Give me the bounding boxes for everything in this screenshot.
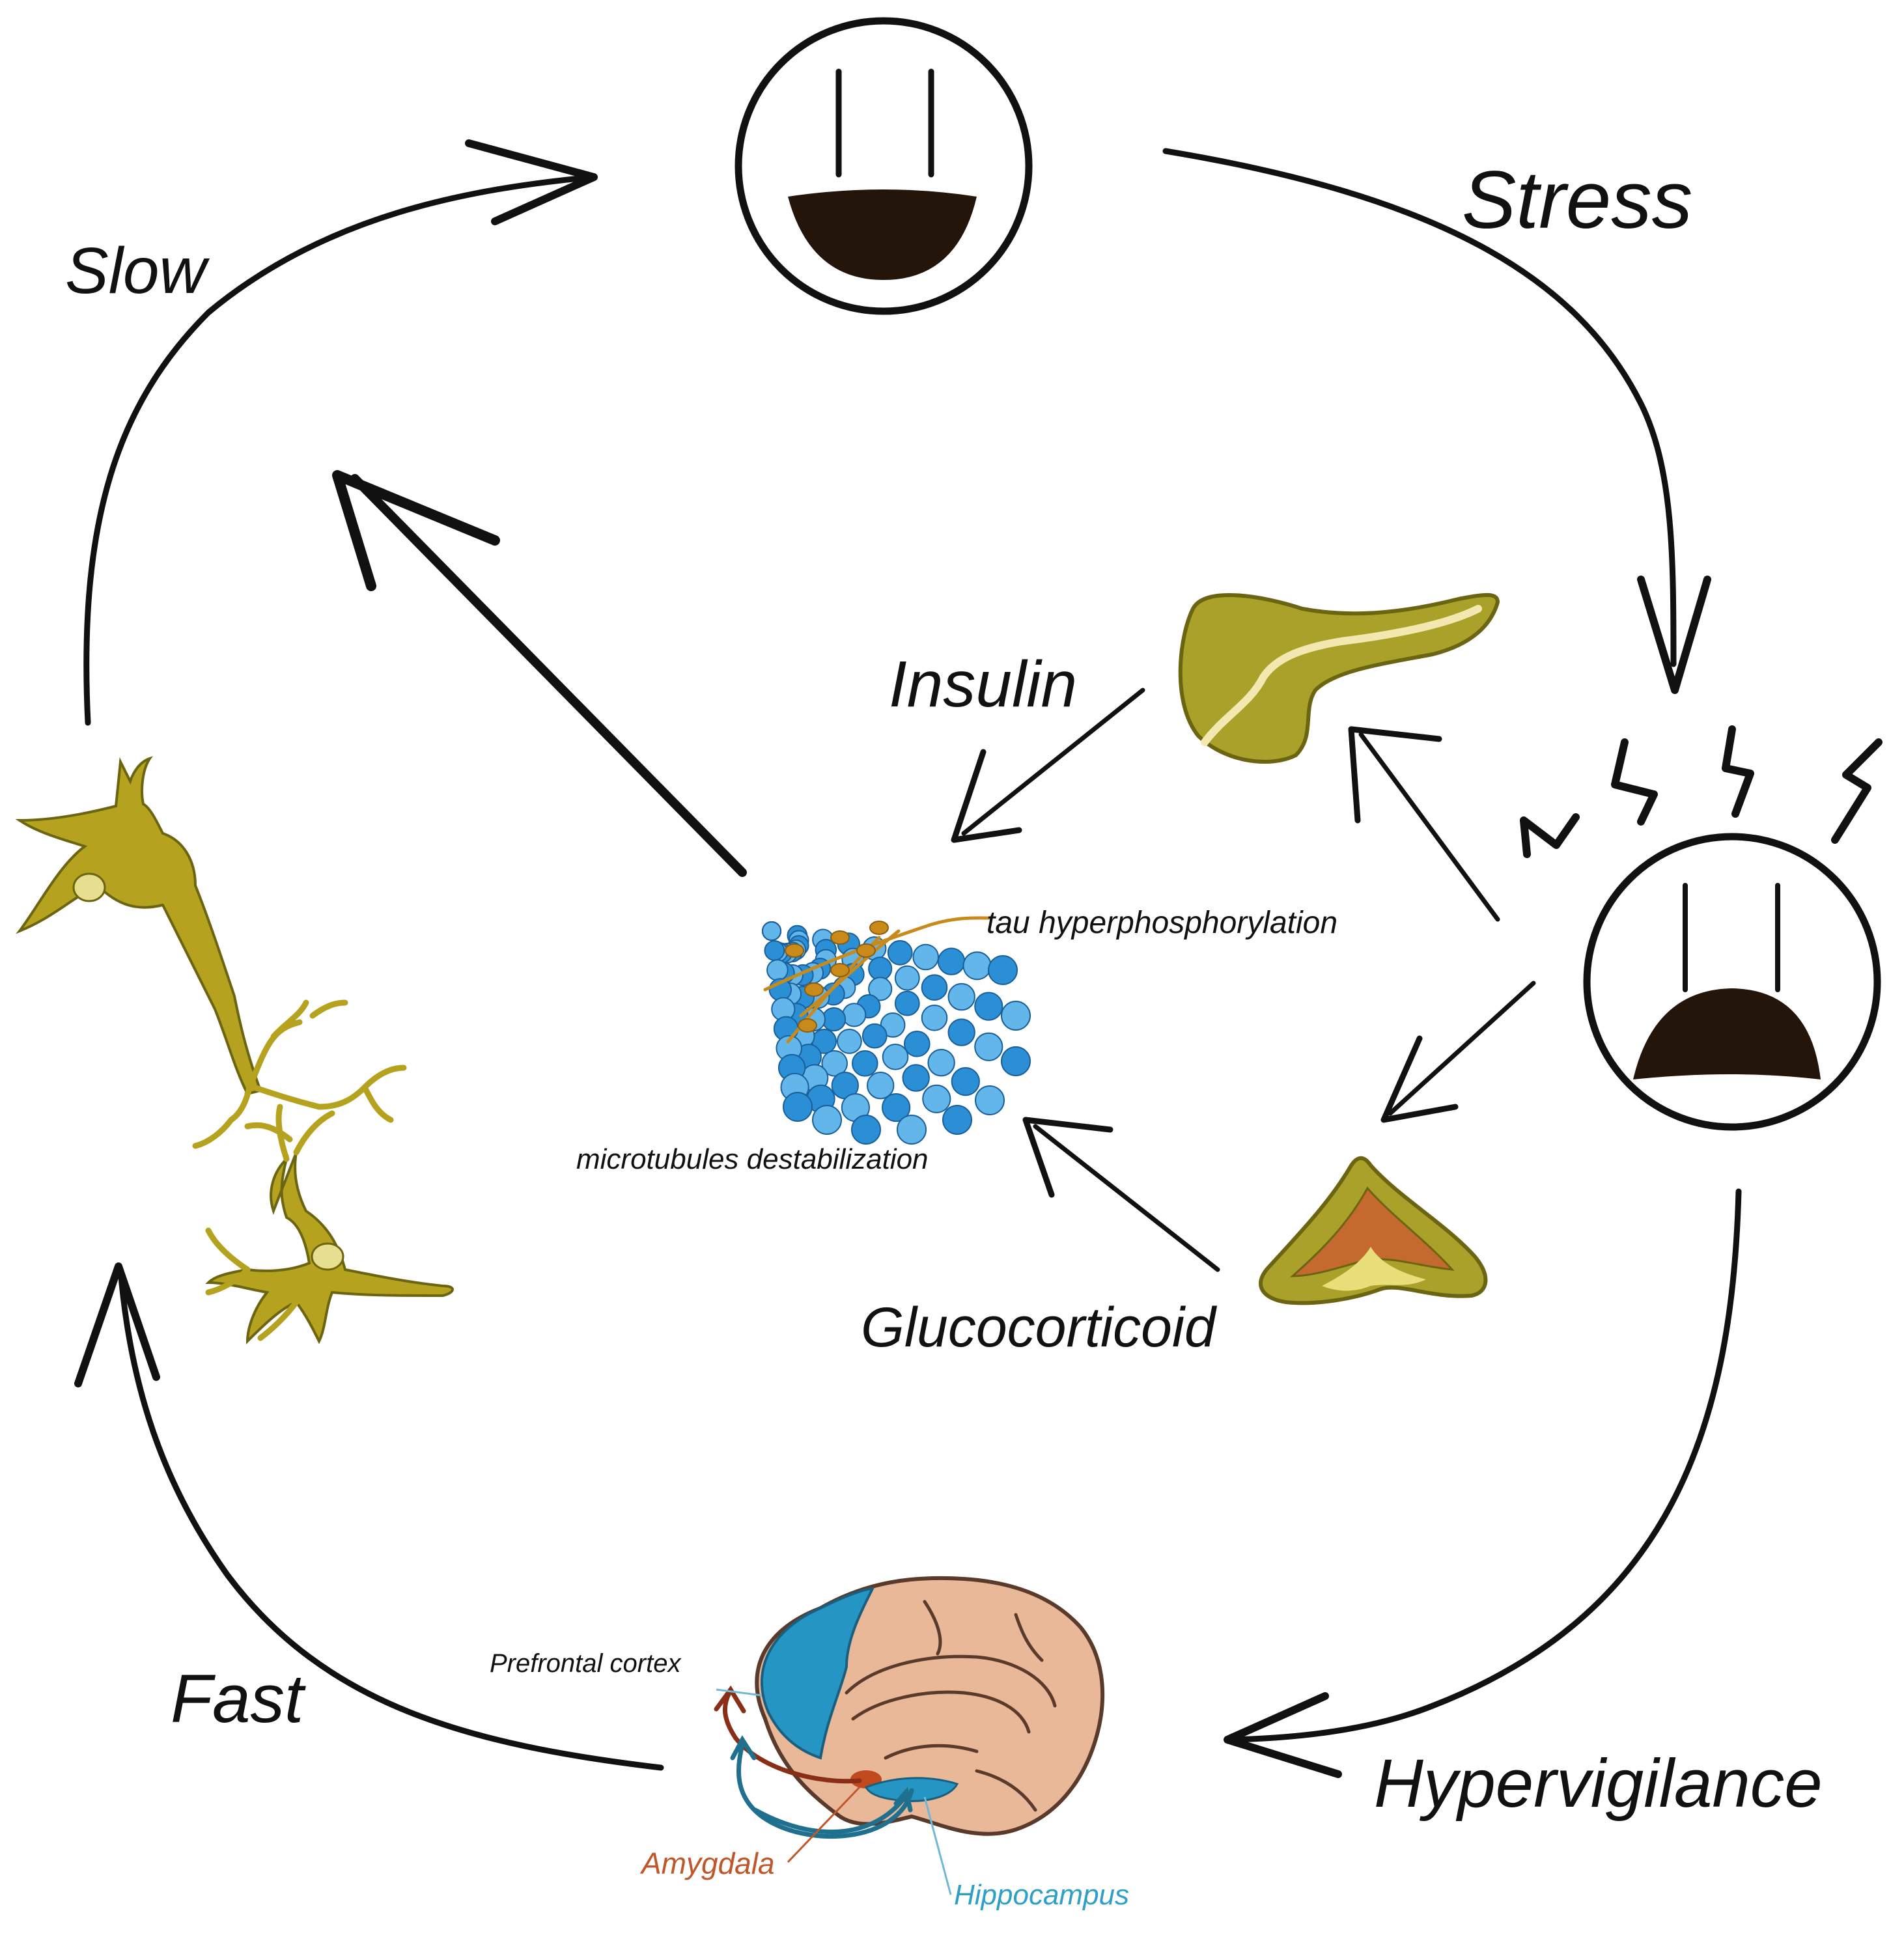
microtubule-segment xyxy=(1001,1001,1031,1031)
microtubule-segment xyxy=(922,1084,951,1113)
microtubule-segment xyxy=(887,940,913,966)
microtubule-segment xyxy=(851,1115,881,1145)
hypervigilance-label: Hypervigilance xyxy=(1374,1746,1823,1822)
microtubule-segment xyxy=(868,956,893,981)
microtubule-segment xyxy=(821,1050,848,1077)
microtubule-segment xyxy=(868,977,893,1001)
neuron-icon xyxy=(15,756,454,1344)
fast-label: Fast xyxy=(171,1661,306,1737)
slow-label: Slow xyxy=(65,234,210,307)
microtubule-segment xyxy=(867,1072,895,1100)
microtubule-segment xyxy=(921,974,948,1001)
prefrontal-label: Prefrontal cortex xyxy=(490,1649,682,1678)
microtubule-segment xyxy=(947,982,975,1011)
pancreas-icon xyxy=(1178,592,1500,764)
brain-icon xyxy=(714,1576,1105,1895)
microtubule-segment xyxy=(894,990,920,1016)
amygdala-label: Amygdala xyxy=(639,1846,775,1880)
microtubule-segment xyxy=(837,1029,862,1054)
microtubule-segment xyxy=(942,1105,972,1135)
tau-label: tau hyperphosphorylation xyxy=(987,906,1337,940)
microtubule-segment xyxy=(822,1007,847,1032)
microtubule-segment xyxy=(882,1093,911,1122)
microtubule-segment xyxy=(921,1005,948,1031)
microtubule-segment xyxy=(912,943,939,971)
microtubule-segment xyxy=(951,1067,980,1096)
microtubule-segment xyxy=(902,1064,930,1092)
microtubule-segment xyxy=(852,1050,878,1077)
microtubule-segment xyxy=(762,921,781,941)
microtubule-segment xyxy=(812,1105,842,1135)
happy-face-icon xyxy=(735,17,1033,315)
microtubule-segment xyxy=(894,965,920,991)
glucocorticoid-label: Glucocorticoid xyxy=(861,1296,1218,1359)
microtubule-segment xyxy=(842,1003,867,1027)
microtubules-label: microtubules destabilization xyxy=(576,1143,929,1175)
microtubule-segment xyxy=(766,959,789,981)
microtubule-segment xyxy=(975,1085,1005,1115)
microtubule-segment xyxy=(897,1115,927,1145)
insulin-label: Insulin xyxy=(889,648,1077,721)
microtubule-segment xyxy=(882,1044,909,1070)
adrenal-gland-icon xyxy=(1259,1156,1488,1305)
stress-lightning-marks xyxy=(1520,725,1883,858)
microtubule-segment xyxy=(988,955,1018,985)
microtubule-segment xyxy=(974,992,1003,1021)
hippocampus-label: Hippocampus xyxy=(954,1879,1129,1911)
microtubule-segment xyxy=(962,951,992,981)
microtubule-segment xyxy=(783,1092,813,1122)
microtubule-segment xyxy=(927,1049,955,1077)
tau-beads xyxy=(785,921,889,1033)
microtubule-segment xyxy=(861,1023,888,1049)
microtubule-segment xyxy=(1001,1046,1031,1076)
outer-cycle-arrows xyxy=(74,139,1742,1778)
microtubule-segment xyxy=(947,1018,975,1046)
inner-arrows xyxy=(332,470,1536,1272)
microtubule-segment xyxy=(904,1031,931,1057)
microtubule-segment xyxy=(764,940,785,961)
stressed-face-icon xyxy=(1583,833,1881,1131)
microtubule-segment xyxy=(937,947,966,975)
microtubule-icon xyxy=(762,921,1031,1145)
stress-label: Stress xyxy=(1462,155,1692,245)
microtubule-segment xyxy=(974,1032,1003,1061)
